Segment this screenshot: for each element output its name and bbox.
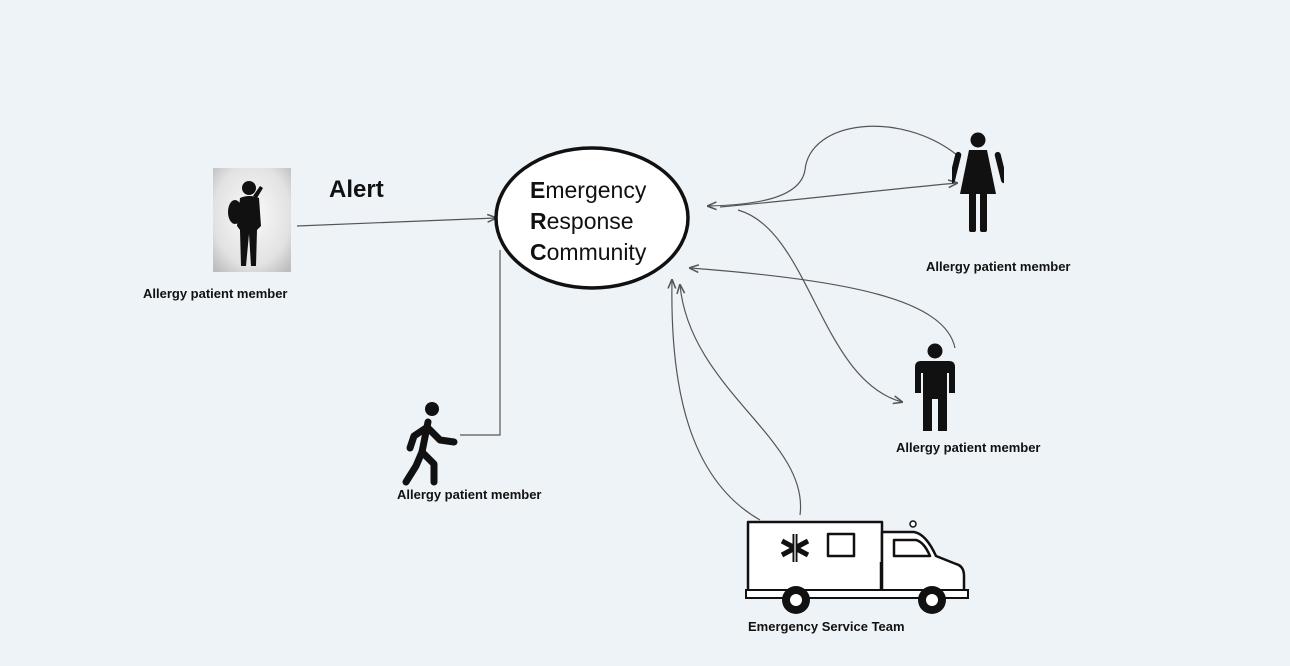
ambulance-return-arrow: [672, 280, 761, 521]
member-label-man: Allergy patient member: [896, 440, 1041, 455]
erc-node-text: Emergency Response Community: [530, 175, 646, 268]
erc-line-2: Response: [530, 208, 634, 234]
woman-icon: [952, 132, 1004, 232]
erc-line-3: Community: [530, 239, 647, 265]
member-label-woman: Allergy patient member: [926, 259, 1071, 274]
man-outbound-arrow: [737, 209, 902, 402]
woman-return-arrow: [708, 125, 958, 206]
erc-node: [494, 146, 690, 290]
member-label-walker: Allergy patient member: [397, 487, 542, 502]
alert-arrow: [296, 218, 496, 227]
ambulance-icon: [745, 520, 969, 614]
woman-outbound-arrow: [719, 183, 957, 208]
walker-link: [460, 250, 501, 436]
erc-line-1: Emergency: [530, 177, 647, 203]
person-on-phone-icon: [213, 168, 291, 272]
ambulance-outbound-arrow: [680, 285, 802, 516]
member-label-phone: Allergy patient member: [143, 286, 288, 301]
alert-label: Alert: [329, 176, 384, 203]
service-team-label: Emergency Service Team: [748, 619, 905, 634]
man-return-arrow: [690, 268, 956, 349]
man-icon: [915, 343, 955, 431]
walking-person-icon: [402, 402, 458, 486]
